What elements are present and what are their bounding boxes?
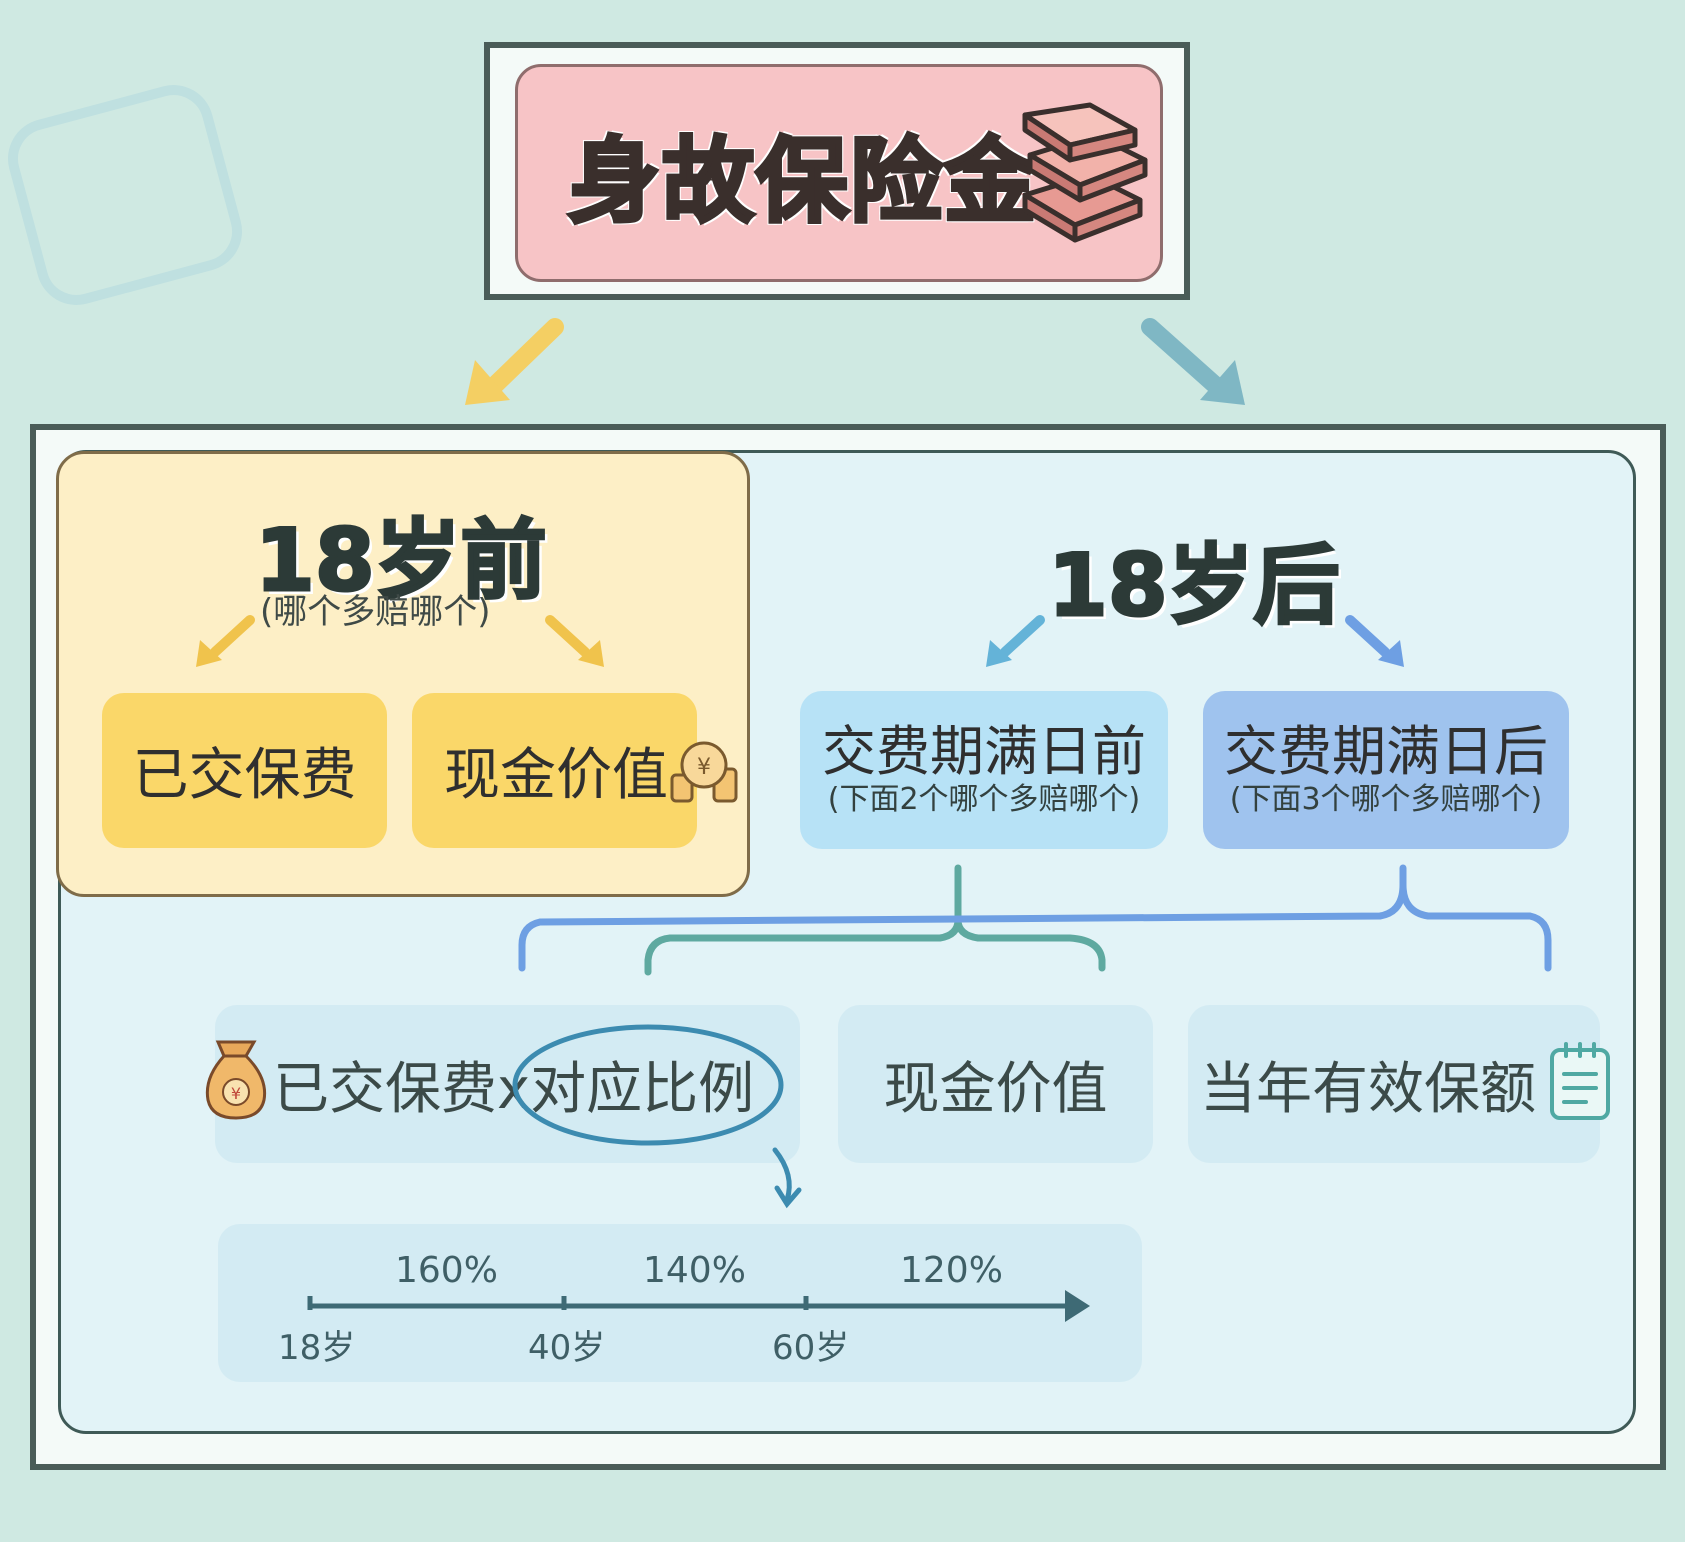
option-sum-insured: 当年有效保额 [1188,1005,1600,1163]
notepad-icon [1550,1042,1610,1120]
age-18-tick: 18岁 [278,1328,356,1368]
money-bag-icon: ¥ [205,1040,267,1120]
svg-text:¥: ¥ [231,1084,241,1103]
arrow-down-right-teal-icon [1141,318,1245,405]
after-payment-end-note: (下面3个哪个多赔哪个) [1229,782,1543,817]
after-payment-end-label: 交费期满日后 [1224,720,1548,783]
option-sum-insured-label: 当年有效保额 [1200,1056,1536,1122]
highlight-circle [512,1024,802,1209]
page-title: 身故保险金 [566,126,1039,237]
timeline-panel [218,1224,1142,1382]
age-40-tick: 40岁 [528,1328,606,1368]
watermark-badge [0,76,252,314]
option-cash-value: 现金价值 [838,1005,1153,1163]
ratio-40-60: 140% [643,1250,746,1291]
bracket-connectors [518,864,1552,976]
before-payment-end-label: 交费期满日前 [822,720,1146,783]
age-60-tick: 60岁 [772,1328,850,1368]
before-payment-end-branch: 交费期满日前 (下面2个哪个多赔哪个) [800,691,1168,849]
before-payment-end-note: (下面2个哪个多赔哪个) [827,782,1141,817]
arrow-down-left-blue-icon [986,615,1045,667]
timeline-axis [307,1290,1090,1322]
svg-text:¥: ¥ [697,755,711,780]
arrow-down-right-blue-icon [1345,615,1404,667]
coin-stack-icon: ¥ [670,741,738,803]
before-18-premium-paid: 已交保费 [102,693,387,848]
option-cash-value-label: 现金价值 [883,1056,1108,1122]
after-18-heading: 18岁后 [1047,535,1342,638]
before-18-heading: 18岁前 [254,510,549,613]
ratio-60-plus: 120% [900,1250,1003,1291]
before-18-note: (哪个多赔哪个) [260,592,491,632]
title-box: 身故保险金 [515,64,1163,282]
arrow-down-left-icon [196,615,255,667]
ratio-18-40: 160% [395,1250,498,1291]
money-stack-icon [1022,102,1148,243]
arrow-down-left-yellow-icon [465,318,564,405]
before-18-cash-value: 现金价值 [412,693,697,848]
before-18-premium-label: 已交保费 [132,743,357,808]
before-18-cash-label: 现金价值 [444,743,668,808]
arrow-down-right-icon [545,615,604,667]
after-payment-end-branch: 交费期满日后 (下面3个哪个多赔哪个) [1203,691,1569,849]
